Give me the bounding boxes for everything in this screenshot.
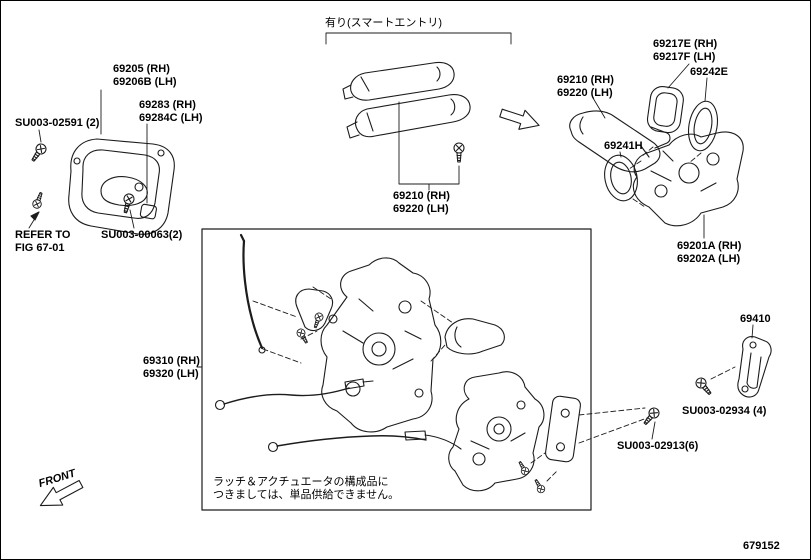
lock-plate-drawing — [545, 395, 648, 463]
lock-frame-drawing — [632, 131, 744, 239]
grip-bracket-lines — [398, 101, 460, 191]
latch-bracket-drawing — [295, 288, 334, 346]
figure-number: 679152 — [743, 540, 780, 552]
part-label-69210-center: 69210 (RH) 69220 (LH) — [393, 190, 450, 215]
release-cable-1-drawing — [214, 378, 374, 411]
pad-69242e-drawing — [687, 77, 719, 152]
smart-entry-label: 有り(スマートエントリ) — [325, 17, 442, 29]
interior-handle-leader-lines — [100, 89, 148, 204]
part-label-69201a: 69201A (RH) 69202A (LH) — [677, 240, 742, 265]
screw-su003-00063-icon — [119, 192, 136, 229]
interior-handle-drawing — [68, 138, 175, 235]
smart-entry-bracket — [325, 32, 512, 45]
screw-su003-02591-icon — [28, 129, 49, 164]
part-label-su003-02913: SU003-02913(6) — [617, 440, 699, 452]
part-label-69217: 69217E (RH) 69217F (LH) — [653, 38, 718, 63]
striker-69410-drawing — [737, 324, 772, 398]
refer-to-fig-label: REFER TO FIG 67-01 — [15, 229, 71, 254]
part-label-69205: 69205 (RH) 69206B (LH) — [113, 63, 177, 88]
supply-note: ラッチ＆アクチュエータの構成品に つきましては、単品供給できません。 — [213, 476, 400, 501]
front-arrow-icon — [39, 479, 84, 507]
latch-main-drawing — [300, 257, 454, 433]
cover-69283-drawing — [139, 203, 157, 220]
handle-screw-icon — [453, 142, 465, 163]
part-label-69242e: 69242E — [690, 66, 728, 78]
part-label-69241h: 69241H — [604, 140, 643, 152]
exterior-handle-grip-upper-drawing — [342, 61, 455, 101]
latch-assembly-box — [196, 228, 592, 511]
part-label-69410: 69410 — [740, 313, 771, 325]
reinforcement-drawing — [444, 318, 505, 355]
lock-rod-drawing — [239, 233, 302, 364]
part-label-su003-02591: SU003-02591 (2) — [15, 117, 100, 129]
exterior-handle-grip-lower-drawing — [346, 94, 471, 139]
part-label-su003-02934: SU003-02934 (4) — [682, 405, 767, 417]
part-label-69283: 69283 (RH) 69284C (LH) — [139, 99, 203, 124]
handle-pad-drawing — [646, 63, 690, 134]
part-label-su003-00063: SU003-00063(2) — [101, 229, 183, 241]
part-label-69310: 69310 (RH) 69320 (LH) — [143, 355, 200, 380]
screw-su003-02934-icon — [693, 366, 736, 398]
gasket-69241h-drawing — [604, 146, 702, 208]
refer-arrow-icon — [28, 190, 46, 229]
release-cable-2-drawing — [267, 430, 462, 453]
direction-arrow-icon — [499, 108, 540, 130]
screw-su003-02913-icon — [640, 405, 662, 440]
misc-leader-lines — [628, 160, 642, 170]
latch-secondary-drawing — [448, 371, 558, 495]
part-label-69210-right: 69210 (RH) 69220 (LH) — [557, 74, 614, 99]
